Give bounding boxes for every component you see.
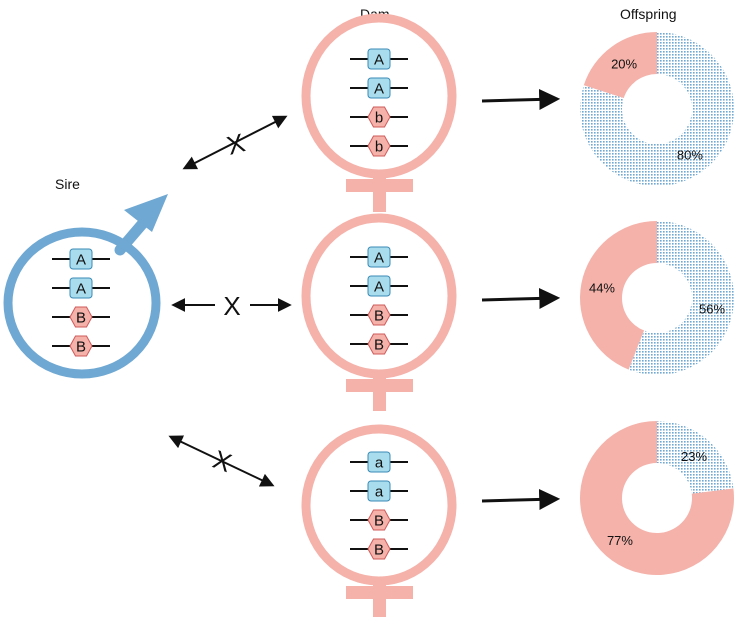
offspring-arrow-2 xyxy=(481,287,561,309)
allele-label: a xyxy=(375,455,384,472)
allele-hexagon xyxy=(367,538,391,560)
sire-header: Sire xyxy=(55,176,80,192)
allele-label: B xyxy=(374,542,384,559)
donut-slice xyxy=(580,32,735,186)
allele: A xyxy=(350,48,408,70)
donut-slice xyxy=(579,421,734,575)
donut-slice xyxy=(579,221,657,370)
allele: A xyxy=(350,275,408,297)
allele: B xyxy=(350,333,408,355)
cross-arrow-line xyxy=(168,435,275,487)
slice-label: 23% xyxy=(681,449,707,464)
dominant-allele-box xyxy=(69,277,93,299)
offspring-header: Offspring xyxy=(620,6,677,22)
allele-label: B xyxy=(76,339,86,356)
allele: B xyxy=(52,335,110,357)
allele-label: B xyxy=(374,308,384,325)
allele: b xyxy=(350,106,408,128)
allele: b xyxy=(350,135,408,157)
cross-3: X xyxy=(168,435,275,487)
allele-label: A xyxy=(76,252,86,269)
allele-label: b xyxy=(375,110,383,127)
allele-label: A xyxy=(76,281,86,298)
dam-2-symbol xyxy=(301,213,457,411)
dam-3-symbol xyxy=(301,424,457,617)
allele: B xyxy=(350,538,408,560)
allele-hexagon xyxy=(367,106,391,128)
dominant-allele-box xyxy=(367,480,391,502)
allele: a xyxy=(350,480,408,502)
cross-2: X xyxy=(171,291,292,321)
cross-symbol: X xyxy=(209,444,236,478)
allele-hexagon xyxy=(69,306,93,328)
donut-slice xyxy=(583,32,657,99)
allele: A xyxy=(350,246,408,268)
dominant-allele-box xyxy=(69,248,93,270)
allele: A xyxy=(52,248,110,270)
offspring-arrow-1 xyxy=(481,88,561,110)
female-cross-bar xyxy=(346,586,413,599)
sire-symbol xyxy=(3,194,168,379)
slice-label: 44% xyxy=(589,281,615,296)
allele-label: B xyxy=(374,337,384,354)
slice-label: 56% xyxy=(699,301,725,316)
dominant-allele-box xyxy=(367,451,391,473)
allele: a xyxy=(350,451,408,473)
offspring-arrow-3 xyxy=(481,488,561,510)
cross-symbol: X xyxy=(223,291,240,321)
allele: B xyxy=(350,304,408,326)
offspring-donut-chart: 77% 23% xyxy=(579,421,734,575)
allele-label: B xyxy=(76,310,86,327)
male-arrow-head xyxy=(124,194,168,232)
cross-arrow-line xyxy=(182,115,288,170)
offspring-donut-chart: 44% 56% xyxy=(579,221,734,375)
allele-hexagon xyxy=(367,135,391,157)
allele-label: B xyxy=(374,513,384,530)
female-cross-bar xyxy=(346,179,413,192)
dominant-allele-box xyxy=(367,275,391,297)
allele: A xyxy=(350,77,408,99)
donut-slice xyxy=(657,421,734,494)
allele-hexagon xyxy=(367,333,391,355)
allele-hexagon xyxy=(69,335,93,357)
dam-1-symbol xyxy=(301,13,457,212)
donut-slice xyxy=(628,221,734,375)
offspring-donut-chart: 20% 80% xyxy=(580,32,735,186)
allele: A xyxy=(52,277,110,299)
allele-label: A xyxy=(374,250,384,267)
allele-hexagon xyxy=(367,304,391,326)
allele: B xyxy=(350,509,408,531)
allele-hexagon xyxy=(367,509,391,531)
male-circle xyxy=(3,227,161,379)
allele-label: b xyxy=(375,139,383,156)
allele-label: a xyxy=(375,484,384,501)
dominant-allele-box xyxy=(367,48,391,70)
slice-label: 20% xyxy=(611,57,637,72)
allele: B xyxy=(52,306,110,328)
allele-label: A xyxy=(374,52,384,69)
slice-label: 80% xyxy=(677,147,703,162)
cross-symbol: X xyxy=(223,127,248,160)
dominant-allele-box xyxy=(367,246,391,268)
allele-label: A xyxy=(374,279,384,296)
slice-label: 77% xyxy=(607,533,633,548)
female-cross-bar xyxy=(346,379,413,392)
dominant-allele-box xyxy=(367,77,391,99)
allele-label: A xyxy=(374,81,384,98)
cross-1: X xyxy=(182,115,288,170)
